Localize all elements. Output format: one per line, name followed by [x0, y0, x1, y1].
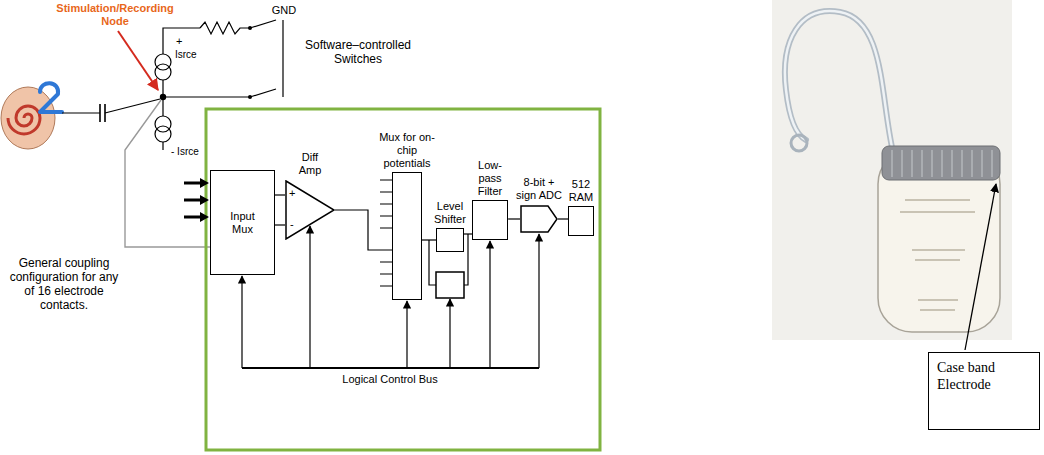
mux-block: Input Mux: [210, 170, 275, 275]
electrode-array: [40, 83, 62, 112]
signal-wire: [464, 233, 472, 234]
amplifier-symbol: [286, 181, 334, 239]
wire: [62, 112, 100, 113]
signal-wire: [335, 210, 392, 250]
control-bus: [242, 367, 539, 369]
adc-symbol: [521, 206, 557, 232]
capacitor-symbol: [100, 104, 105, 122]
text-slot: 512 RAM: [566, 178, 596, 204]
current-source-symbol: [155, 64, 171, 80]
level-shifter-box: Level Shifter: [436, 228, 464, 252]
text-slot: Mux for on-chip potentials: [375, 131, 439, 170]
ground-label: GND: [270, 4, 298, 17]
memory-box: 512 RAM: [568, 206, 594, 236]
current-source-symbol: [155, 54, 171, 70]
signal-wire: [558, 218, 568, 219]
text-slot: Diff Amp: [292, 151, 328, 177]
electrode-coil: [791, 135, 807, 151]
input-arrow: [184, 183, 201, 217]
wire: [105, 99, 160, 113]
control-line: [538, 234, 539, 368]
text-slot: Level Shifter: [430, 200, 470, 226]
block-label: 512 RAM: [566, 178, 596, 204]
block-label: Case band Electrode: [937, 359, 1031, 393]
signal-wire: [422, 239, 436, 240]
level-shifter-box: [436, 272, 464, 298]
callout-box: Case band Electrode: [928, 352, 1040, 430]
control-line: [241, 276, 242, 368]
bus-label: Logical Control Bus: [320, 373, 460, 386]
leader-arrow: [965, 184, 996, 350]
block-label: 8-bit + sign ADC: [513, 176, 565, 202]
case-band: [882, 146, 1000, 180]
block-label: Mux for on-chip potentials: [375, 131, 439, 170]
current-source-symbol: [155, 126, 171, 142]
text-slot: +: [289, 187, 295, 200]
control-line: [489, 241, 490, 368]
text-slot: Case band Electrode: [937, 359, 1031, 393]
pin-sign: -: [290, 218, 294, 231]
signal-name: - Isrce: [171, 146, 203, 158]
cochlea-illustration: [1, 87, 55, 149]
text-slot: Low-pass Filter: [471, 159, 509, 198]
electrode-lead: [785, 11, 893, 152]
pointer-arrow: [118, 31, 158, 90]
block-label: Input Mux: [222, 210, 264, 236]
note-label: Software–controlled Switches: [292, 38, 424, 66]
note-label: General coupling configuration for any o…: [4, 256, 124, 312]
mux-block: Mux for on-chip potentials: [392, 172, 422, 300]
adc-block: 8-bit + sign ADC: [520, 205, 558, 233]
cochlea-spiral: [8, 106, 40, 134]
switch-symbol: [163, 89, 276, 97]
chip-outline: [206, 109, 600, 450]
block-label: Low-pass Filter: [471, 159, 509, 198]
filter-box: Low-pass Filter: [472, 200, 508, 240]
control-line: [449, 299, 450, 368]
wire: [464, 234, 468, 285]
ground-line: [282, 20, 283, 97]
control-line: [406, 301, 407, 368]
text-slot: Input Mux: [222, 210, 264, 236]
signal-wire: [508, 218, 520, 219]
case-band-texture: [892, 150, 992, 177]
electrode-lead-core: [785, 11, 893, 152]
switch-symbol: [250, 20, 276, 28]
callout-label: Stimulation/Recording Node: [48, 2, 182, 28]
switch-pivot: [248, 26, 252, 30]
control-line: [309, 226, 310, 368]
shape-outline: [520, 205, 558, 233]
implant-print: [900, 200, 975, 310]
mux-input-stub: [380, 180, 392, 286]
current-source-symbol: [155, 116, 171, 132]
text-slot: -: [290, 218, 294, 231]
block-label: Diff Amp: [292, 151, 328, 177]
pin-sign: +: [289, 187, 295, 200]
signal-wire: [275, 194, 285, 195]
polarity-sign: +: [176, 35, 188, 48]
wire: [125, 100, 210, 247]
text-slot: 8-bit + sign ADC: [513, 176, 565, 202]
signal-name: Isrce: [175, 49, 203, 61]
block-label: Level Shifter: [430, 200, 470, 226]
input-arrowhead: [200, 178, 209, 222]
wire: [163, 28, 200, 97]
signal-wire: [275, 224, 285, 225]
wire: [429, 240, 436, 285]
switch-pivot: [248, 95, 252, 99]
amplifier-triangle: Diff Amp+-: [285, 180, 335, 240]
resistor-symbol: [200, 22, 250, 34]
